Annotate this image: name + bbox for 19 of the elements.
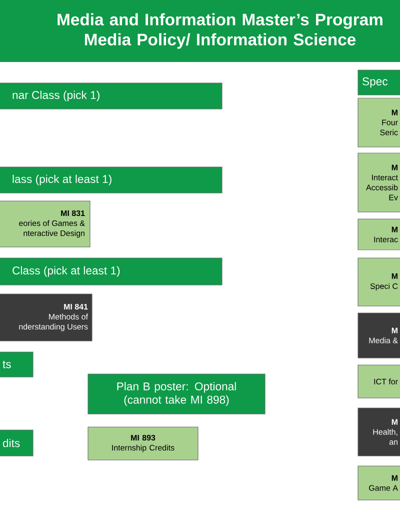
course-box: MI 893 Internship Credits	[88, 426, 198, 460]
course-box: M Four Seric	[358, 98, 400, 148]
course-group-header: Class (pick at least 1)	[0, 258, 222, 286]
course-box: MI 831 eories of Games & nteractive Design	[0, 200, 90, 248]
course-box: M Interac	[358, 218, 400, 250]
course-group-header: dits	[0, 430, 34, 456]
course-group-header: Plan B poster: Optional (cannot take MI 898)	[88, 374, 266, 414]
course-box: ICT for	[358, 364, 400, 398]
course-box: M Health, an	[358, 408, 400, 456]
course-box: MI 841 Methods of nderstanding Users	[0, 294, 92, 342]
course-group-header: nar Class (pick 1)	[0, 82, 222, 110]
title-banner: Media and Information Master’s Program Media Policy/ Information Science	[0, 0, 400, 62]
course-group-header: Spec	[358, 70, 400, 96]
course-group-header: ts	[0, 352, 34, 378]
course-box: M Speci C	[358, 258, 400, 306]
course-box: M Media &	[358, 312, 400, 358]
course-box: M Interact Accessib Ev	[358, 152, 400, 212]
course-box: M Game A	[358, 466, 400, 500]
course-group-header: lass (pick at least 1)	[0, 166, 222, 194]
